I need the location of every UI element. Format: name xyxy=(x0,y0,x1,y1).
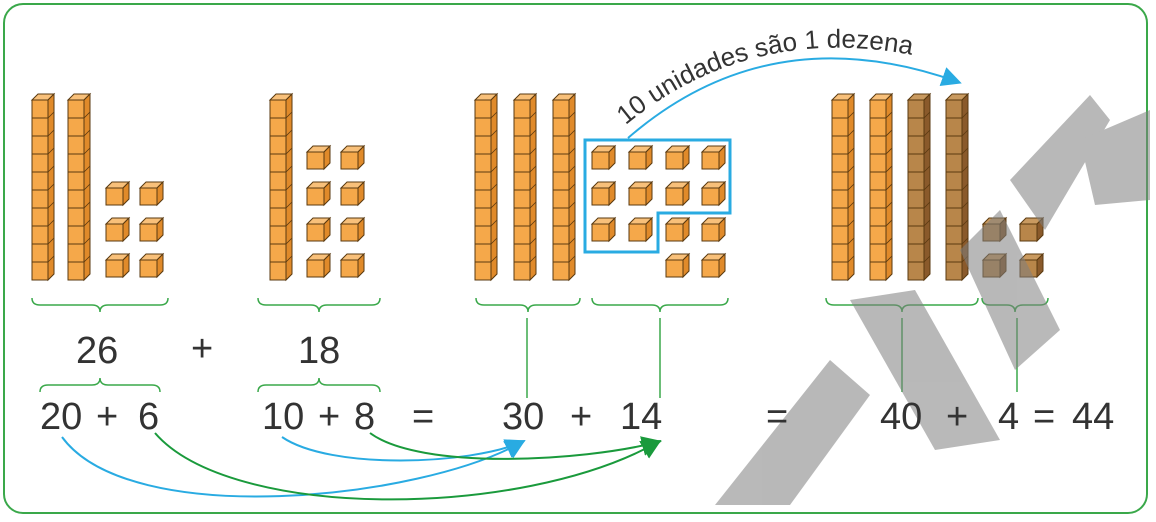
plus-sign-top: + xyxy=(191,328,214,370)
unit-cube xyxy=(664,252,691,279)
term-14: 14 xyxy=(620,396,663,438)
unit-cube xyxy=(138,252,165,279)
unit-cube xyxy=(305,216,332,243)
term-20: 20 xyxy=(40,396,83,438)
term-10: 10 xyxy=(262,396,305,438)
unit-cube xyxy=(627,144,654,171)
unit-cube xyxy=(138,216,165,243)
equals-2: = xyxy=(766,396,789,438)
equals-3: = xyxy=(1033,396,1056,438)
plus-4: + xyxy=(946,396,969,438)
arrow-8-to-14 xyxy=(369,432,662,460)
unit-cube xyxy=(664,144,691,171)
unit-cube xyxy=(339,180,366,207)
term-6: 6 xyxy=(138,396,160,438)
unit-cube xyxy=(664,180,691,207)
ten-rod xyxy=(830,92,856,282)
unit-cube xyxy=(700,252,727,279)
unit-cube xyxy=(138,180,165,207)
unit-cube xyxy=(590,144,617,171)
unit-cube xyxy=(104,252,131,279)
ten-rod xyxy=(551,92,577,282)
arrow-6-to-14 xyxy=(154,432,662,501)
unit-cube xyxy=(700,144,727,171)
ten-rod xyxy=(868,92,894,282)
label-26: 26 xyxy=(76,330,119,372)
unit-cube xyxy=(339,144,366,171)
plus-3: + xyxy=(570,396,593,438)
ten-rod xyxy=(906,92,932,282)
unit-cube xyxy=(590,216,617,243)
plus-2: + xyxy=(318,396,341,438)
unit-cube xyxy=(627,180,654,207)
arrow-20-to-30 xyxy=(61,436,526,498)
unit-cube xyxy=(627,216,654,243)
result-44: 44 xyxy=(1072,396,1115,438)
green-frame xyxy=(3,3,1148,514)
ten-rod xyxy=(30,92,56,282)
equals-1: = xyxy=(412,396,435,438)
unit-cube xyxy=(664,216,691,243)
plus-1: + xyxy=(96,396,119,438)
unit-cube xyxy=(590,180,617,207)
term-30: 30 xyxy=(502,396,545,438)
unit-cube xyxy=(305,180,332,207)
unit-cube xyxy=(104,180,131,207)
term-4: 4 xyxy=(998,396,1020,438)
term-40: 40 xyxy=(880,396,923,438)
unit-cube xyxy=(339,252,366,279)
arrow-10-to-30 xyxy=(281,436,526,462)
ten-rod xyxy=(473,92,499,282)
unit-cube xyxy=(700,180,727,207)
term-8: 8 xyxy=(354,396,376,438)
label-18: 18 xyxy=(298,330,341,372)
unit-cube xyxy=(104,216,131,243)
unit-cube xyxy=(339,216,366,243)
ten-rod xyxy=(268,92,294,282)
ten-rod xyxy=(512,92,538,282)
unit-cube xyxy=(305,144,332,171)
unit-cube xyxy=(305,252,332,279)
unit-cube xyxy=(1018,216,1045,243)
watermark xyxy=(715,95,1150,505)
unit-cube xyxy=(700,216,727,243)
ten-rod xyxy=(66,92,92,282)
annotation-arrow xyxy=(627,57,962,139)
highlight-box xyxy=(583,138,732,254)
